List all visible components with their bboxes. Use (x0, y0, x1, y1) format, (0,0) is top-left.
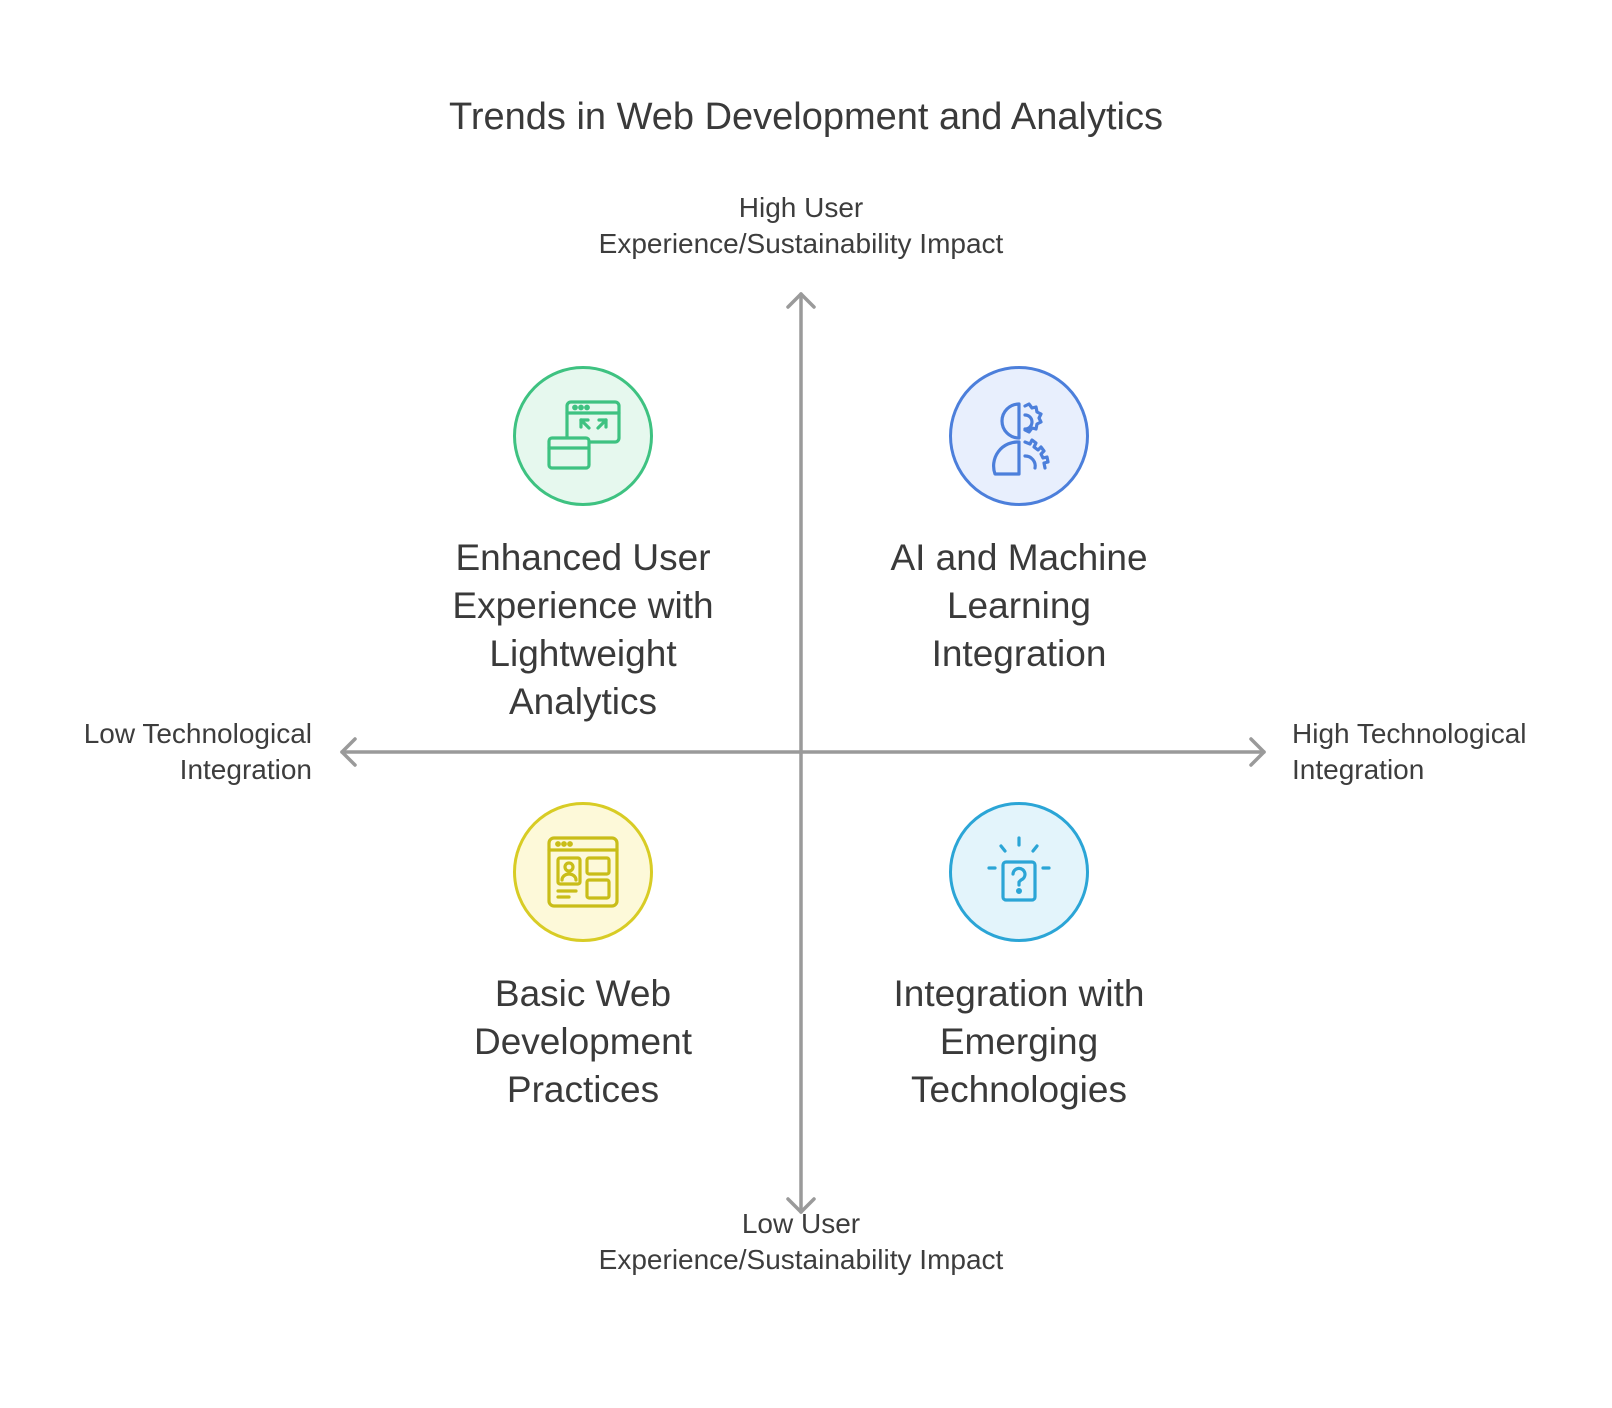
diagram-title: Trends in Web Development and Analytics (449, 96, 1163, 138)
web-layout-icon (513, 802, 653, 942)
axis-label-right: High Technological Integration (1292, 718, 1527, 785)
arrow-up-icon (786, 292, 816, 309)
quadrant-label-top-left: Enhanced User Experience with Lightweigh… (452, 537, 714, 722)
ai-head-gear-icon (949, 366, 1089, 506)
arrow-right-icon (1249, 737, 1266, 767)
question-device-icon (949, 802, 1089, 942)
axis-label-left: Low Technological Integration (83, 718, 312, 785)
arrow-down-icon (786, 1197, 816, 1214)
arrow-left-icon (340, 737, 357, 767)
quadrant-label-top-right: AI and Machine Learning Integration (890, 537, 1148, 674)
quadrant-label-bottom-left: Basic Web Development Practices (473, 973, 692, 1110)
axis-label-bottom: Low User Experience/Sustainability Impac… (598, 1208, 1004, 1275)
axis-label-top: High User Experience/Sustainability Impa… (598, 192, 1004, 259)
quadrant-label-bottom-right: Integration with Emerging Technologies (893, 973, 1145, 1110)
resize-window-icon (513, 366, 653, 506)
